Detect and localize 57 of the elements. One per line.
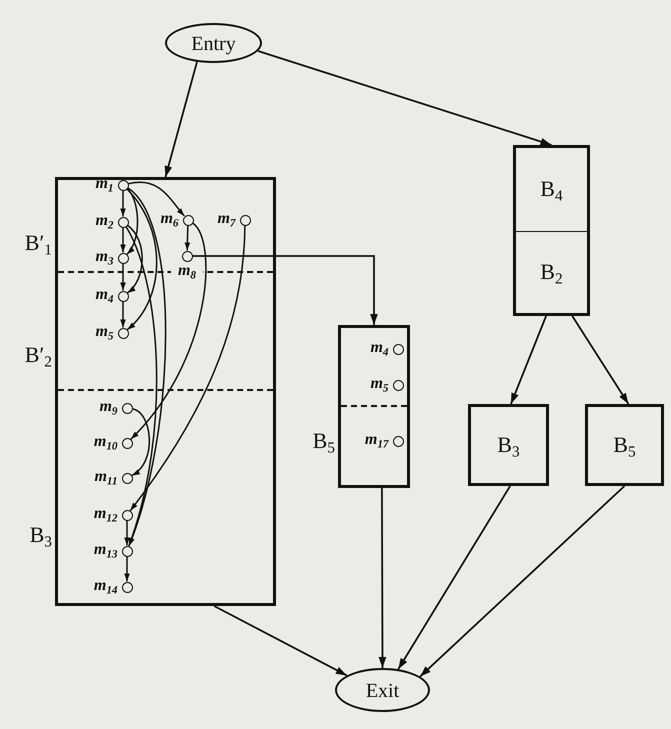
arrow xyxy=(128,182,185,216)
point-label: m$_{5}$ xyxy=(370,376,388,395)
point-label: m$_{13}$ xyxy=(94,542,118,561)
arrow xyxy=(126,188,158,330)
block-box xyxy=(585,404,664,486)
arrow xyxy=(120,264,126,290)
point-label: m$_{10}$ xyxy=(94,434,118,453)
block-label: B$_{3}$ xyxy=(30,524,52,550)
arrow xyxy=(397,486,511,670)
point-label: m$_{3}$ xyxy=(95,249,114,268)
block-label: B′$_{1}$ xyxy=(24,232,52,258)
labeled-point xyxy=(171,250,203,282)
arrow xyxy=(130,222,207,440)
terminal-label: Exit xyxy=(364,681,400,701)
point-label: m$_{9}$ xyxy=(99,399,118,418)
arrow xyxy=(127,187,166,546)
block-box xyxy=(468,404,549,486)
arrow xyxy=(126,188,138,255)
arrow xyxy=(125,226,158,546)
point-label: m$_{11}$ xyxy=(94,469,118,488)
arrow xyxy=(120,228,126,252)
arrow xyxy=(184,225,190,251)
point-label: m$_{4}$ xyxy=(95,287,114,306)
arrow xyxy=(510,316,547,404)
block-label: B$_{5}$ xyxy=(312,430,335,456)
arrow xyxy=(131,408,150,476)
arrow xyxy=(126,224,143,294)
arrow xyxy=(378,488,386,668)
terminal-ellipse xyxy=(165,23,262,63)
block-label: B$_{5}$ xyxy=(612,434,637,460)
point-label: m$_{1}$ xyxy=(95,176,114,195)
block-label: B′$_{2}$ xyxy=(24,344,52,370)
terminal-label: Entry xyxy=(190,34,237,54)
block-label: B$_{3}$ xyxy=(496,434,521,460)
terminal-ellipse xyxy=(335,668,430,712)
point-label: m$_{4}$ xyxy=(370,340,388,359)
point-label: m$_{17}$ xyxy=(364,432,388,451)
arrow xyxy=(572,316,630,404)
point-label: m$_{5}$ xyxy=(95,324,114,343)
point-label: m$_{12}$ xyxy=(94,506,118,525)
block-label: B$_{2}$ xyxy=(539,260,564,287)
split-block xyxy=(513,145,590,316)
point-label: m$_{14}$ xyxy=(94,578,118,597)
arrow xyxy=(258,50,552,146)
arrow xyxy=(120,302,126,328)
arrow xyxy=(214,605,348,676)
arrow xyxy=(124,556,130,582)
block-label: B$_{4}$ xyxy=(539,178,564,204)
point-label: m$_{7}$ xyxy=(217,211,236,230)
arrow xyxy=(124,520,130,546)
arrow xyxy=(120,190,126,216)
point-label: m$_{2}$ xyxy=(95,213,114,232)
arrow xyxy=(130,225,246,512)
arrow xyxy=(419,485,626,678)
point-label: m$_{6}$ xyxy=(160,211,178,230)
arrow xyxy=(164,62,198,178)
arrow xyxy=(192,255,378,325)
